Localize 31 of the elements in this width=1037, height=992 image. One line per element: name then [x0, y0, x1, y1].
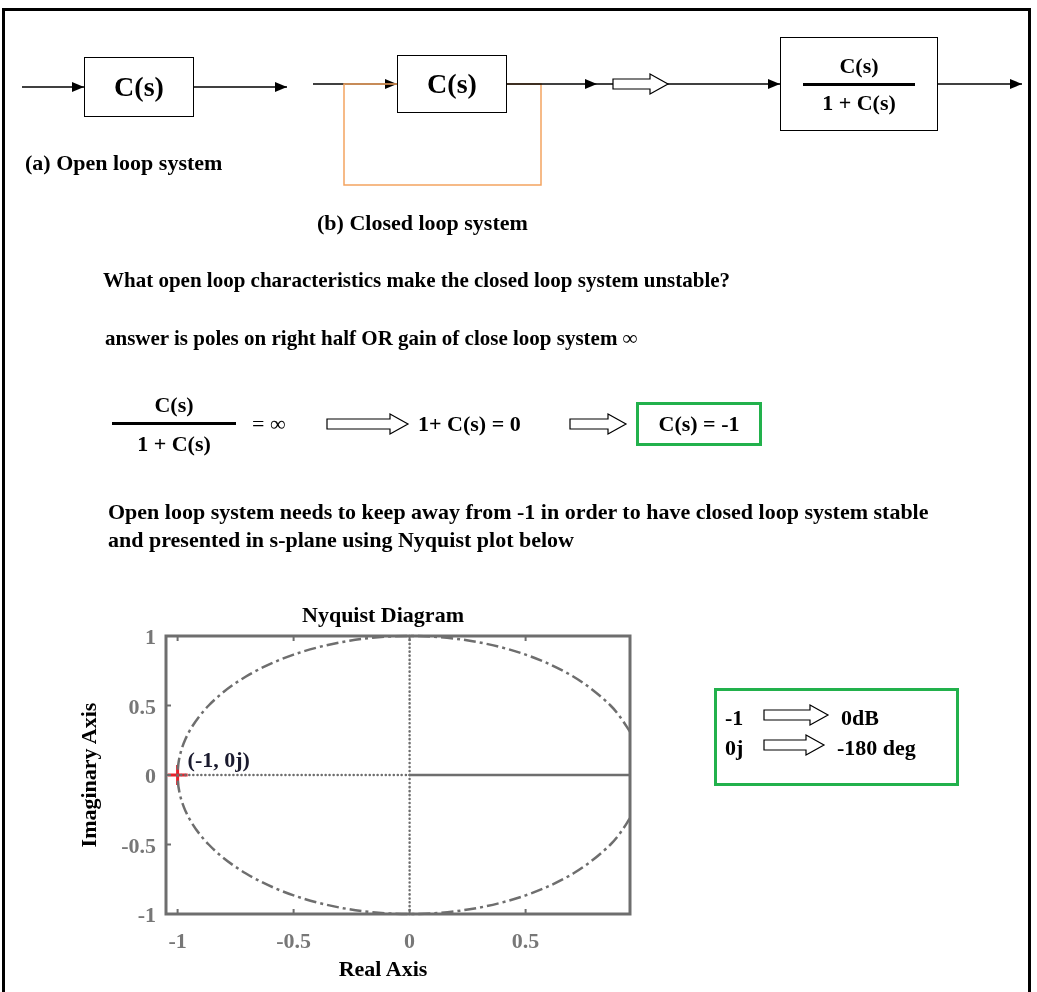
equation-text: C(s) = -1 — [658, 411, 740, 437]
caption: (b) Closed loop system — [317, 210, 528, 236]
equation-text: 0dB — [841, 705, 879, 731]
equation-text: -180 deg — [837, 735, 916, 761]
note-text: answer is poles on right half OR gain of close loop system ∞ — [105, 326, 638, 351]
tick-label: -0.5 — [276, 928, 311, 953]
axis-title: Imaginary Axis — [76, 702, 101, 848]
caption: (a) Open loop system — [25, 150, 223, 176]
tick-label: 1 — [145, 624, 156, 649]
transfer-function: C(s) — [114, 71, 164, 103]
numerator: C(s) — [154, 391, 194, 419]
numerator: C(s) — [839, 52, 879, 80]
tick-label: -1 — [137, 902, 156, 927]
equation-text: = ∞ — [252, 411, 286, 437]
equation-text: 1+ C(s) = 0 — [418, 411, 521, 437]
note-text: Open loop system needs to keep away from -1 in order to have closed loop system stable and presented in s-plane using Nyquist plot below — [108, 498, 930, 553]
tick-label: 0 — [145, 763, 156, 788]
denominator: 1 + C(s) — [137, 429, 211, 457]
tick-label: 0.5 — [511, 928, 540, 953]
tick-label: -1 — [168, 928, 187, 953]
tick-label: 0 — [404, 928, 416, 953]
axis-title: Real Axis — [338, 956, 428, 981]
tick-label: 0.5 — [128, 693, 156, 719]
chart-title: Nyquist Diagram — [302, 602, 464, 627]
tick-label: -0.5 — [121, 832, 156, 858]
denominator: 1 + C(s) — [822, 88, 896, 116]
transfer-function: C(s) — [427, 68, 477, 100]
point-label: (-1, 0j) — [187, 747, 250, 772]
equation-text: 0j — [725, 735, 744, 761]
note-text: What open loop characteristics make the closed loop system unstable? — [103, 268, 731, 293]
equation-text: -1 — [725, 705, 744, 731]
